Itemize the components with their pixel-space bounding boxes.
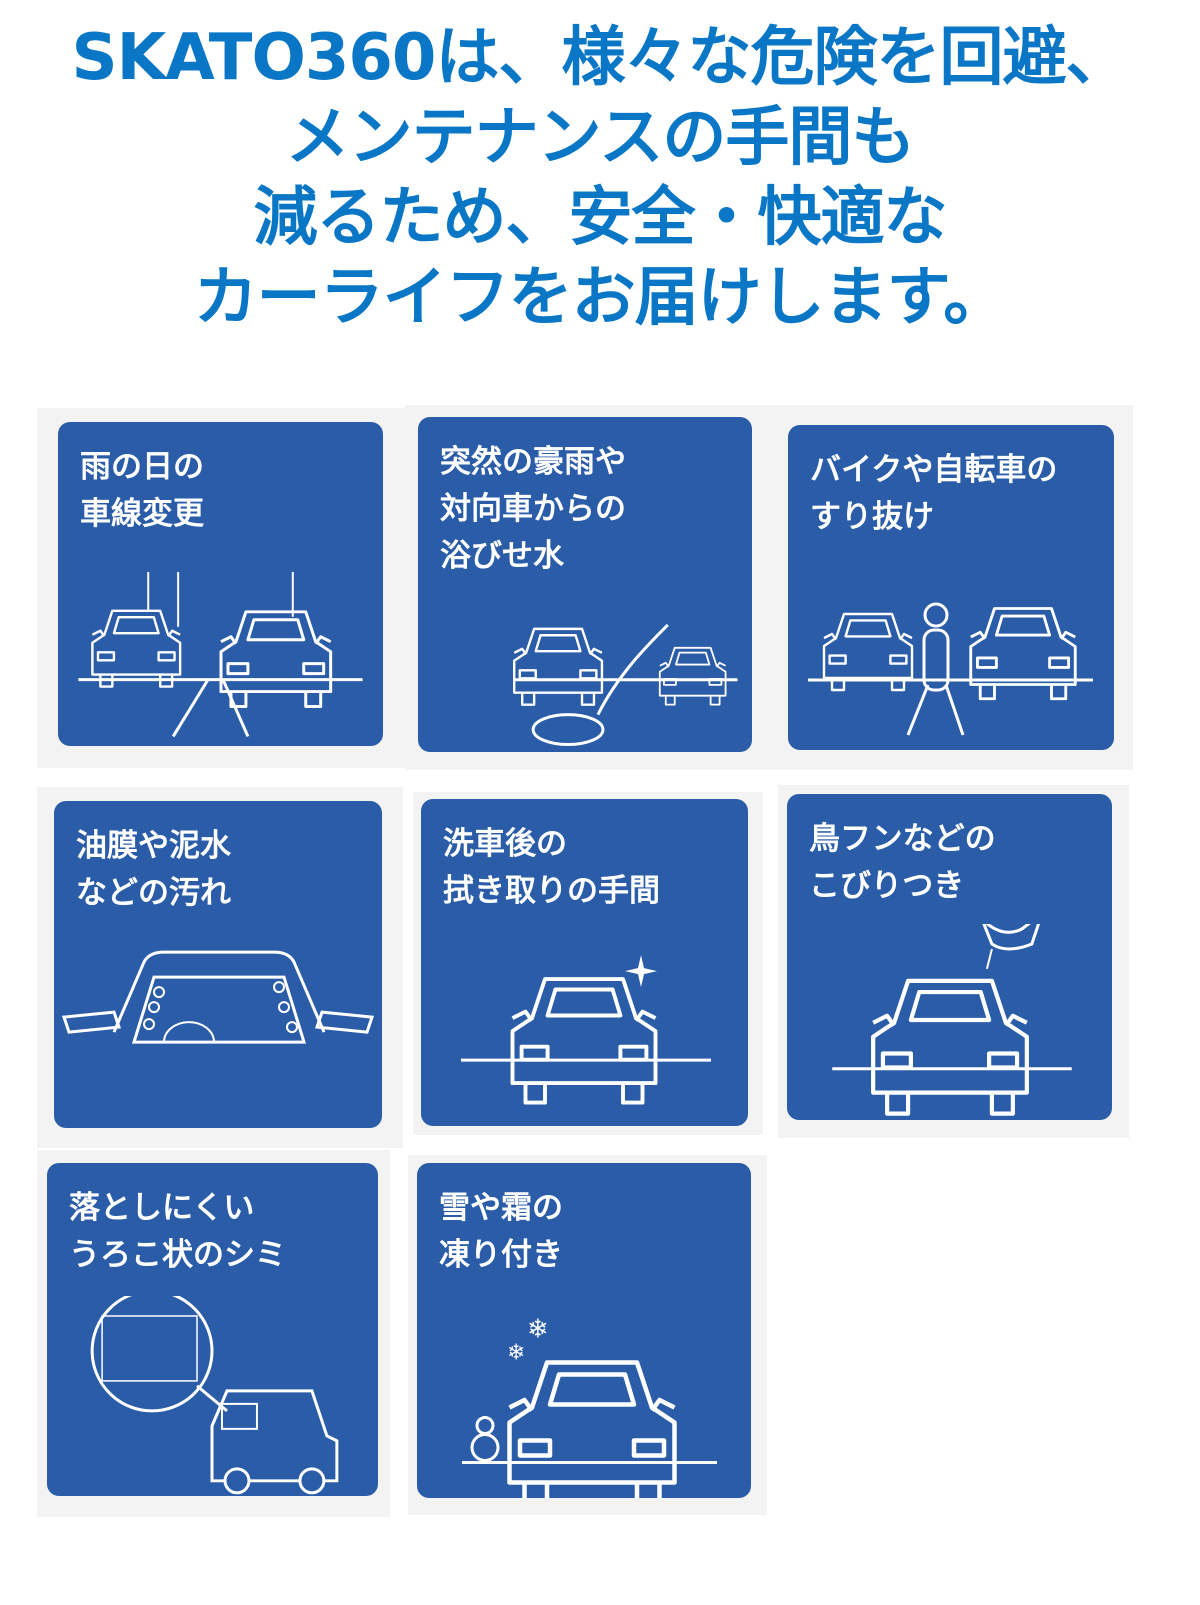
card-label-line: 対向車からの (440, 491, 626, 527)
cars-lane-change-rain-icon (58, 552, 383, 746)
feature-card: 雨の日の 車線変更 (58, 422, 383, 746)
card-label-line: などの汚れ (76, 875, 231, 911)
scale-stain-van-icon (47, 1289, 378, 1496)
card-label-line: 油膜や泥水 (76, 828, 231, 864)
headline-line: カーライフをお届けします。 (193, 261, 1008, 335)
svg-text:❄: ❄ (527, 1315, 549, 1345)
headline-line: メンテナンスの手間も (285, 101, 916, 175)
card-label-line: 洗車後の (443, 826, 567, 862)
card-label: 鳥フンなどの こびりつき (809, 816, 996, 910)
feature-card: 鳥フンなどの こびりつき (787, 794, 1112, 1120)
feature-card: 落としにくい うろこ状のシミ (47, 1163, 378, 1496)
feature-card: 雪や霜の 凍り付き ❄❄ (417, 1163, 751, 1498)
feature-card: バイクや自転車の すり抜け (788, 425, 1114, 750)
feature-card: 油膜や泥水 などの汚れ (54, 801, 382, 1128)
card-label: 雨の日の 車線変更 (80, 444, 204, 538)
headline: SKATO360は、様々な危険を回避、 メンテナンスの手間も 減るため、安全・快… (0, 18, 1200, 338)
card-label-line: 浴びせ水 (440, 538, 564, 574)
headline-line: 減るため、安全・快適な (253, 181, 948, 255)
card-label: バイクや自転車の すり抜け (810, 447, 1057, 541)
motorcycle-between-cars-icon (788, 555, 1114, 750)
card-label-line: 突然の豪雨や (440, 444, 626, 480)
card-label-line: 凍り付き (439, 1237, 563, 1273)
bird-dropping-car-icon (787, 910, 1112, 1120)
card-label-line: 雨の日の (80, 449, 204, 485)
card-label: 雪や霜の 凍り付き (439, 1185, 563, 1279)
card-label: 落としにくい うろこ状のシミ (69, 1185, 286, 1279)
card-label-line: 鳥フンなどの (809, 821, 996, 857)
feature-card: 突然の豪雨や 対向車からの 浴びせ水 (418, 417, 752, 752)
dirty-windshield-icon (54, 932, 382, 1128)
feature-card: 洗車後の 拭き取りの手間 (421, 799, 748, 1126)
card-label-line: うろこ状のシミ (69, 1237, 286, 1273)
card-label-line: こびりつき (809, 868, 965, 904)
card-label-line: バイクや自転車の (810, 452, 1058, 488)
card-label: 洗車後の 拭き取りの手間 (443, 821, 660, 915)
svg-text:❄: ❄ (507, 1341, 525, 1366)
splash-water-icon (418, 585, 752, 753)
card-label-line: すり抜け (810, 499, 934, 535)
card-label: 突然の豪雨や 対向車からの 浴びせ水 (440, 439, 626, 580)
card-label: 油膜や泥水 などの汚れ (76, 823, 231, 917)
card-label-line: 落としにくい (69, 1190, 255, 1226)
headline-line: SKATO360は、様々な危険を回避、 (71, 21, 1130, 95)
card-label-line: 拭き取りの手間 (443, 873, 660, 909)
card-label-line: 車線変更 (80, 496, 204, 532)
clean-car-sparkle-icon (421, 930, 748, 1126)
card-label-line: 雪や霜の (439, 1190, 563, 1226)
snow-frozen-car-icon: ❄❄ (417, 1297, 751, 1498)
